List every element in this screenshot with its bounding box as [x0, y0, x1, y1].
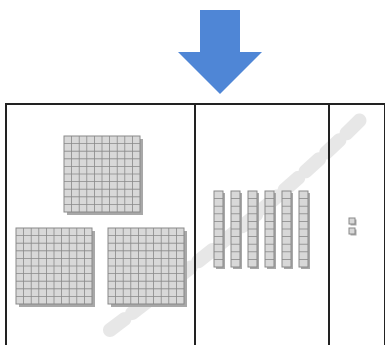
one-unit-block [349, 218, 357, 226]
hundreds-column [16, 136, 187, 307]
ten-rod-block [265, 191, 276, 269]
down-arrow-icon [178, 10, 262, 94]
hundred-flat-block [16, 228, 95, 307]
ones-column [349, 218, 357, 236]
place-value-chart [6, 104, 385, 345]
hundred-flat-block [64, 136, 143, 215]
ten-rod-block [299, 191, 310, 269]
ten-rod-block [231, 191, 242, 269]
one-unit-block [349, 228, 357, 236]
hundred-flat-block [108, 228, 187, 307]
ten-rod-block [248, 191, 259, 269]
ten-rod-block [282, 191, 293, 269]
ten-rod-block [214, 191, 225, 269]
